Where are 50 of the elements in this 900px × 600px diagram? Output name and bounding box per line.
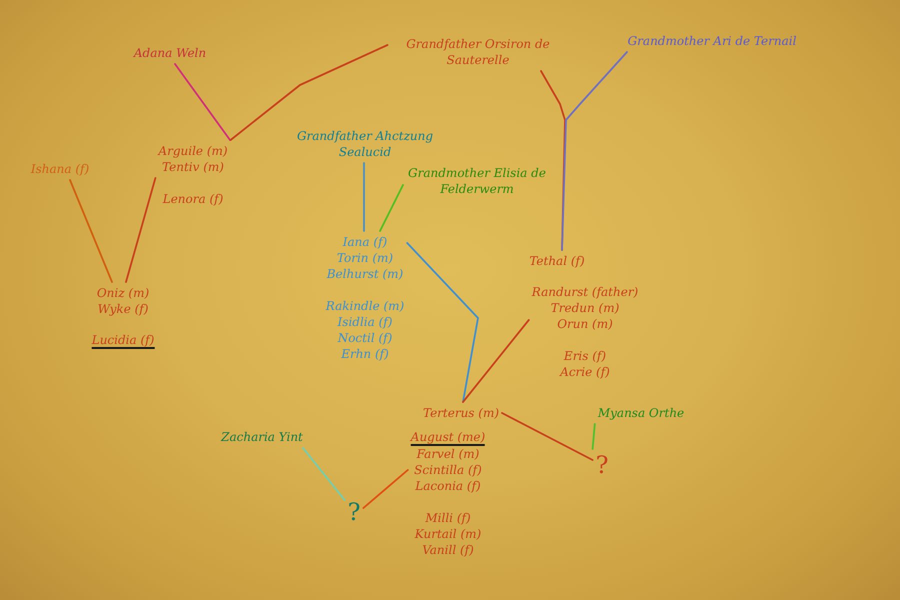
name-text: Myansa Orthe — [598, 405, 684, 421]
name-text: Orun (m) — [556, 316, 614, 332]
name-text: Isidlia (f) — [336, 314, 394, 330]
name-text: Vanill (f) — [421, 542, 475, 558]
name-text: Lenora (f) — [162, 191, 224, 207]
family-line — [125, 177, 156, 283]
name-text: Grandmother Elisia de Felderwerm — [407, 165, 547, 197]
name-text: Wyke (f) — [96, 301, 150, 317]
name-text: Terterus (m) — [423, 405, 499, 421]
name-text: Grandfather Orsiron de Sauterelle — [405, 36, 551, 68]
name-text: Milli (f) — [424, 510, 472, 526]
name-text: Lucidia (f) — [92, 333, 154, 349]
name-text: Tredun (m) — [550, 300, 620, 316]
name-text: Randurst (father) — [532, 284, 638, 300]
name-text: Grandfather Ahctzung Sealucid — [296, 128, 434, 160]
family-line — [501, 412, 594, 461]
name-text: August (me) — [410, 430, 486, 446]
name-text: Eris (f) — [562, 348, 608, 364]
question-mark-text: ? — [348, 499, 360, 525]
name-text: Zacharia Yint — [221, 429, 303, 445]
family-line — [363, 162, 365, 232]
name-text: Noctil (f) — [336, 330, 394, 346]
name-text: Torin (m) — [336, 250, 394, 266]
family-line — [592, 423, 596, 450]
name-text: Acrie (f) — [558, 364, 611, 380]
name-text: Kurtail (m) — [414, 526, 482, 542]
name-text: Tethal (f) — [529, 253, 585, 269]
family-line — [362, 469, 409, 509]
name-text: Adana Weln — [134, 45, 206, 61]
family-line — [302, 447, 346, 501]
family-line — [69, 179, 113, 283]
family-line — [379, 184, 404, 232]
name-text: Tentiv (m) — [161, 159, 225, 175]
name-text: Grandmother Ari de Ternail — [628, 33, 796, 49]
name-text: Belhurst (m) — [326, 266, 404, 282]
name-text: Rakindle (m) — [326, 298, 404, 314]
family-line — [406, 242, 479, 403]
family-line — [561, 51, 628, 251]
name-text: Scintilla (f) — [413, 462, 483, 478]
family-line — [174, 63, 231, 141]
family-line — [230, 44, 388, 141]
name-text: Laconia (f) — [414, 478, 482, 494]
name-text: Oniz (m) — [96, 285, 150, 301]
name-text: Iana (f) — [342, 234, 388, 250]
question-mark-text: ? — [596, 452, 608, 478]
name-text: Erhn (f) — [340, 346, 390, 362]
name-text: Ishana (f) — [30, 161, 90, 177]
family-line — [462, 319, 530, 403]
name-text: Farvel (m) — [416, 446, 480, 462]
name-text: Arguile (m) — [158, 143, 228, 159]
